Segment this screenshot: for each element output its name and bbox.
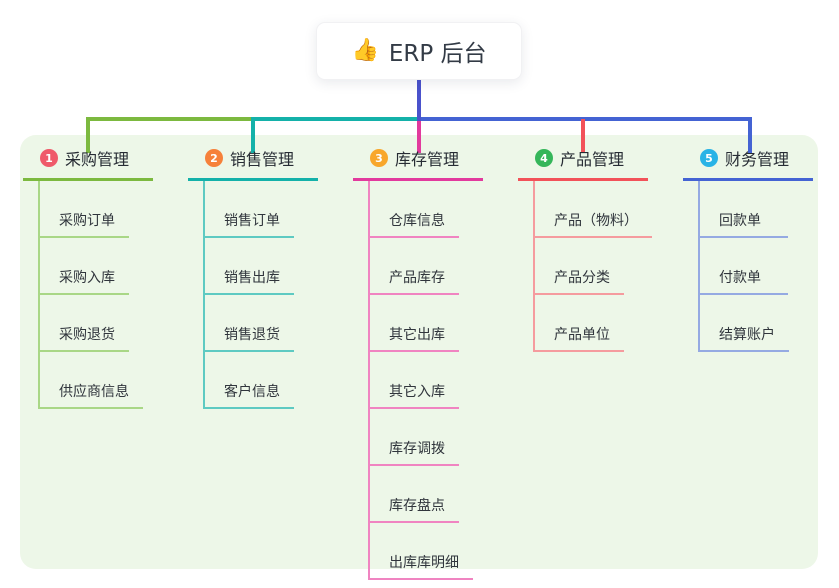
sub-node[interactable]: 采购订单: [40, 181, 129, 238]
branch-node[interactable]: 4 产品管理: [518, 146, 648, 181]
thumbs-up-icon: 👍: [351, 38, 379, 63]
branch-index-badge: 4: [535, 149, 553, 167]
branch-index-badge: 2: [205, 149, 223, 167]
branch-label: 库存管理: [395, 150, 460, 169]
sub-node[interactable]: 采购退货: [40, 295, 129, 352]
sub-node[interactable]: 销售订单: [205, 181, 294, 238]
branch-node[interactable]: 3 库存管理: [353, 146, 483, 181]
branch-label: 销售管理: [230, 150, 295, 169]
branch-children: 产品（物料）产品分类产品单位: [533, 181, 652, 352]
sub-node[interactable]: 付款单: [700, 238, 788, 295]
branch-4: 4 产品管理产品（物料）产品分类产品单位: [518, 146, 652, 352]
branch-label: 采购管理: [65, 150, 130, 169]
branch-index-badge: 5: [700, 149, 718, 167]
branch-label: 产品管理: [560, 150, 625, 169]
branch-index-badge: 1: [40, 149, 58, 167]
branches-panel: [20, 135, 818, 569]
branch-children: 仓库信息产品库存其它出库其它入库库存调拨库存盘点出库库明细: [368, 181, 473, 580]
sub-node[interactable]: 出库库明细: [370, 523, 473, 580]
branch-index-badge: 3: [370, 149, 388, 167]
sub-node[interactable]: 产品单位: [535, 295, 624, 352]
sub-node[interactable]: 销售出库: [205, 238, 294, 295]
branch-children: 回款单付款单结算账户: [698, 181, 789, 352]
sub-node[interactable]: 仓库信息: [370, 181, 459, 238]
sub-node[interactable]: 库存调拨: [370, 409, 459, 466]
sub-node[interactable]: 客户信息: [205, 352, 294, 409]
root-node[interactable]: 👍 ERP 后台: [316, 22, 522, 80]
sub-node[interactable]: 销售退货: [205, 295, 294, 352]
branch-2: 2 销售管理销售订单销售出库销售退货客户信息: [188, 146, 318, 409]
branch-3: 3 库存管理仓库信息产品库存其它出库其它入库库存调拨库存盘点出库库明细: [353, 146, 483, 580]
sub-node[interactable]: 回款单: [700, 181, 788, 238]
branch-children: 采购订单采购入库采购退货供应商信息: [38, 181, 143, 409]
branch-node[interactable]: 2 销售管理: [188, 146, 318, 181]
sub-node[interactable]: 产品分类: [535, 238, 624, 295]
sub-node[interactable]: 库存盘点: [370, 466, 459, 523]
sub-node[interactable]: 产品库存: [370, 238, 459, 295]
sub-node[interactable]: 产品（物料）: [535, 181, 652, 238]
sub-node[interactable]: 结算账户: [700, 295, 789, 352]
branch-label: 财务管理: [725, 150, 790, 169]
branch-5: 5 财务管理回款单付款单结算账户: [683, 146, 813, 352]
branch-node[interactable]: 1 采购管理: [23, 146, 153, 181]
sub-node[interactable]: 供应商信息: [40, 352, 143, 409]
branch-1: 1 采购管理采购订单采购入库采购退货供应商信息: [23, 146, 153, 409]
branch-node[interactable]: 5 财务管理: [683, 146, 813, 181]
root-label: ERP 后台: [388, 41, 487, 67]
sub-node[interactable]: 其它出库: [370, 295, 459, 352]
sub-node[interactable]: 其它入库: [370, 352, 459, 409]
branch-children: 销售订单销售出库销售退货客户信息: [203, 181, 294, 409]
sub-node[interactable]: 采购入库: [40, 238, 129, 295]
